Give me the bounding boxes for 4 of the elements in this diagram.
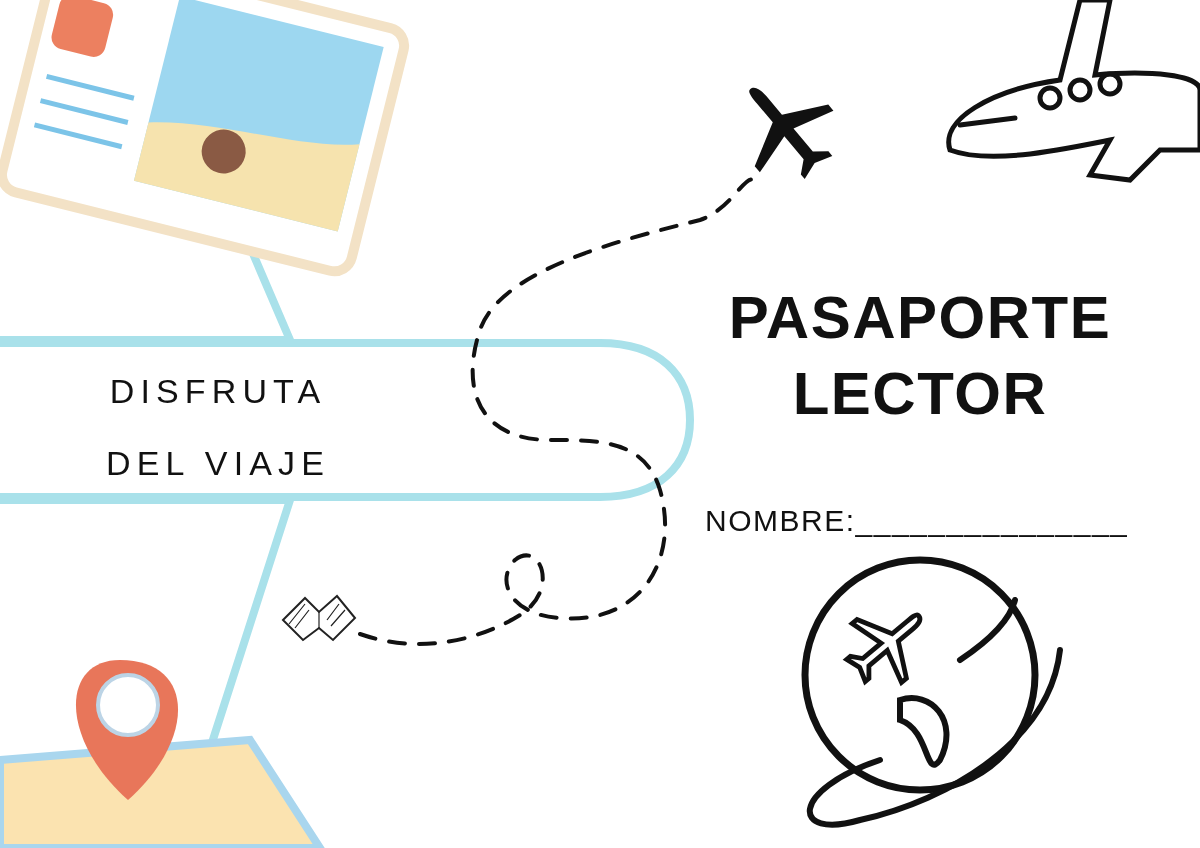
title: PASAPORTE LECTOR [727, 283, 1113, 429]
name-field-label: NOMBRE:_______________ [705, 503, 1129, 539]
dashed-path [358, 177, 755, 646]
slogan-text: DISFRUTA DEL VIAJE [105, 371, 331, 484]
